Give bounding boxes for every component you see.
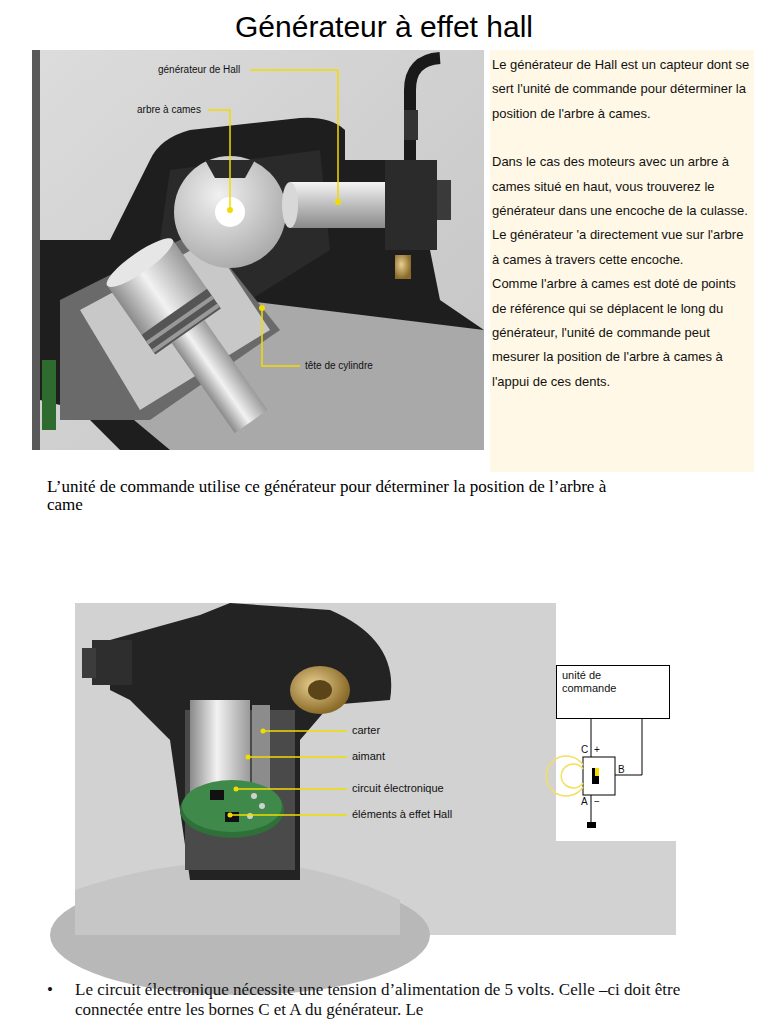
pin-label: + [594,744,600,756]
sensor-schematic [546,601,680,841]
part-label: tête de cylindre [305,360,373,372]
part-label: générateur de Hall [158,64,240,76]
pin-label: − [594,796,600,808]
hall-sensor-cutaway [32,50,484,450]
part-label: circuit électronique [352,782,444,795]
part-label: carter [352,724,380,737]
part-label: éléments à effet Hall [352,808,452,821]
bullet-mark: • [47,980,53,1000]
part-label: aimant [352,750,385,763]
pin-label: C [581,744,588,756]
node-text: Comme l'arbre à cames est doté de points… [492,272,750,394]
pin-label: B [618,764,625,776]
control-unit-box: unité de commande [556,665,670,719]
page-title: Générateur à effet hall [0,10,768,44]
node-text: unité de commande [562,669,626,695]
node-text: Le générateur de Hall est un capteur don… [492,53,750,126]
node-text: Dans le cas des moteurs avec un arbre à … [492,150,750,272]
bullet-text: Le circuit électronique nécessite une te… [75,980,715,1020]
pin-label: A [581,796,588,808]
part-label: arbre à cames [137,104,201,116]
text-panel: Le générateur de Hall est un capteur don… [490,50,754,472]
figure-caption: L’unité de commande utilise ce générateu… [47,478,607,514]
